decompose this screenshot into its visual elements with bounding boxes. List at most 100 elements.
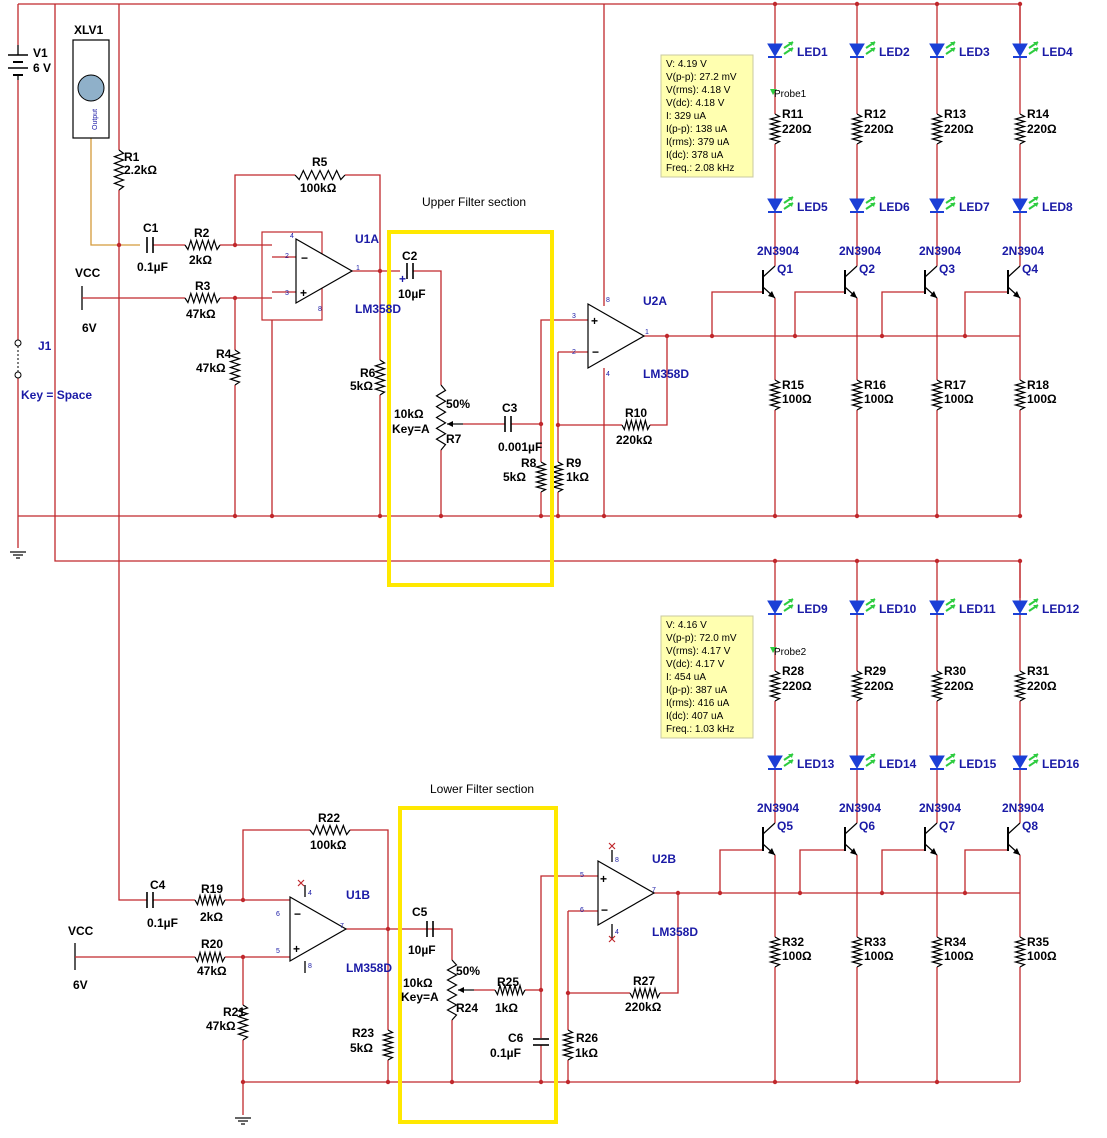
u2b-name: U2B <box>652 852 676 866</box>
probe-line: I(dc): 378 uA <box>666 150 724 161</box>
resistor-icon <box>850 936 864 968</box>
r21-value: 47kΩ <box>206 1019 236 1033</box>
led-arrow-head <box>1033 605 1038 609</box>
wire <box>794 291 845 336</box>
pot-arrow <box>447 421 453 427</box>
u1b-opamp-icon <box>289 895 348 963</box>
c5-value: 10µF <box>408 943 436 957</box>
transistor-part: 2N3904 <box>1002 801 1044 815</box>
u1b-name: U1B <box>346 888 370 902</box>
led-arrow-head <box>870 605 875 609</box>
transistor-name: Q6 <box>859 819 875 833</box>
led-icon <box>1012 198 1028 212</box>
c2-value: 10µF <box>398 287 426 301</box>
v1-name: V1 <box>33 46 48 60</box>
r5-name: R5 <box>312 155 328 169</box>
led-arrow-head <box>1033 42 1038 46</box>
r26-name: R26 <box>576 1031 598 1045</box>
led-label: LED5 <box>797 200 828 214</box>
resistor-name: R31 <box>1027 664 1049 678</box>
resistor-value: 220Ω <box>782 122 812 136</box>
r7-key: Key=A <box>392 422 430 436</box>
probe-line: I(dc): 407 uA <box>666 711 724 722</box>
minus-sign: − <box>301 251 308 265</box>
potentiometer-icon <box>446 959 458 1021</box>
transistor-collector <box>762 822 776 835</box>
emitter-resistor-value: 100Ω <box>944 392 974 406</box>
junction-dot <box>879 333 885 339</box>
wire <box>350 829 389 929</box>
j1-key: Key = Space <box>21 388 92 402</box>
r3-name: R3 <box>195 279 211 293</box>
resistor-icon <box>534 461 548 493</box>
probe-line: V(p-p): 72.0 mV <box>666 633 737 644</box>
r3-value: 47kΩ <box>186 307 216 321</box>
resistor-icon <box>768 113 782 145</box>
wire <box>719 849 762 893</box>
minus-sign: − <box>294 907 301 921</box>
r27-value: 220kΩ <box>625 1000 662 1014</box>
junction-dot <box>664 333 670 339</box>
wire <box>964 291 1008 336</box>
resistor-icon <box>561 1029 575 1061</box>
resistor-icon <box>228 349 242 386</box>
junction-dot <box>601 513 607 519</box>
r19-name: R19 <box>201 882 223 896</box>
led-label: LED7 <box>959 200 990 214</box>
led-icon <box>767 198 783 212</box>
r22-value: 100kΩ <box>310 838 347 852</box>
led-arrow-head <box>788 48 793 52</box>
resistor-value: 220Ω <box>864 679 894 693</box>
junction-dot <box>565 990 571 996</box>
pin: 1 <box>356 265 360 272</box>
pin: 8 <box>606 297 610 304</box>
resistor-name: R11 <box>782 107 804 121</box>
led-label: LED16 <box>1042 757 1080 771</box>
emitter-resistor-name: R17 <box>944 378 966 392</box>
led-icon <box>849 43 865 57</box>
junction-dot <box>962 333 968 339</box>
led-arrow-head <box>1033 203 1038 207</box>
led-label: LED15 <box>959 757 997 771</box>
u1a-part: LM358D <box>355 302 401 316</box>
r25-value: 1kΩ <box>495 1001 518 1015</box>
transistor-arrow <box>930 291 937 298</box>
led-icon <box>849 198 865 212</box>
transistor-arrow <box>1013 848 1020 855</box>
led-arrow-head <box>788 599 793 603</box>
led-label: LED1 <box>797 45 828 59</box>
probe-line: I: 454 uA <box>666 672 706 683</box>
resistor-icon <box>768 379 782 411</box>
probe-icon <box>770 89 777 95</box>
led-arrow-head <box>870 599 875 603</box>
led-arrow-head <box>950 197 955 201</box>
r25-name: R25 <box>497 975 519 989</box>
wire <box>345 174 381 271</box>
r23-name: R23 <box>352 1026 374 1040</box>
led-icon <box>929 600 945 614</box>
led-arrow-head <box>1033 754 1038 758</box>
pin: 8 <box>615 857 619 864</box>
v1-value: 6 V <box>33 61 51 75</box>
probe-line: V(dc): 4.17 V <box>666 659 725 670</box>
wire <box>964 849 1008 893</box>
resistor-icon <box>184 291 221 305</box>
transistor-arrow <box>930 848 937 855</box>
transistor-part: 2N3904 <box>757 801 799 815</box>
led-arrow-head <box>870 42 875 46</box>
emitter-resistor-value: 100Ω <box>864 392 894 406</box>
junction-dot <box>772 1 778 7</box>
r1-value: 2.2kΩ <box>124 163 157 177</box>
led-arrow-head <box>1033 760 1038 764</box>
resistor-icon <box>629 986 661 1000</box>
led-arrow-head <box>788 42 793 46</box>
r7-value: 10kΩ <box>394 407 424 421</box>
junction-dot <box>538 513 544 519</box>
probe-line: I: 329 uA <box>666 111 706 122</box>
led-arrow-head <box>950 760 955 764</box>
led-arrow-head <box>788 605 793 609</box>
r10-name: R10 <box>625 406 647 420</box>
junction-dot <box>240 1079 246 1085</box>
pot-arrow <box>458 987 464 993</box>
probe-line: V(p-p): 27.2 mV <box>666 72 737 83</box>
